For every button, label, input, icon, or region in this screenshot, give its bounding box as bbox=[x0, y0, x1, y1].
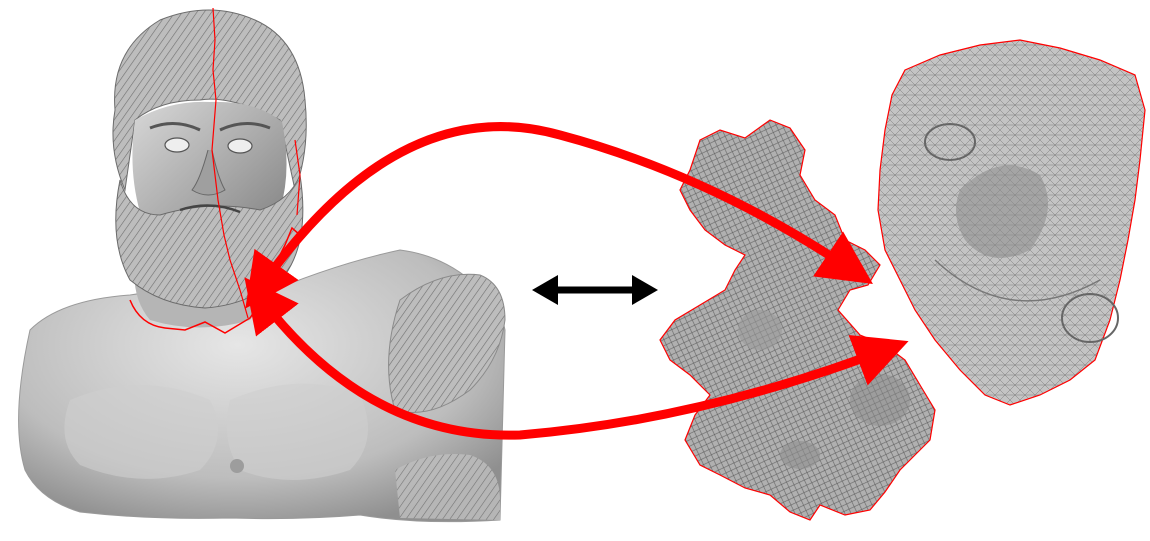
mapping-arrow-right-head bbox=[632, 275, 658, 305]
bust-base-hatch bbox=[395, 454, 500, 520]
uv-chart-right bbox=[878, 40, 1145, 405]
mapping-arrow bbox=[532, 275, 658, 305]
bust-3d-mesh bbox=[19, 8, 505, 522]
mapping-arrow-left-head bbox=[532, 275, 558, 305]
